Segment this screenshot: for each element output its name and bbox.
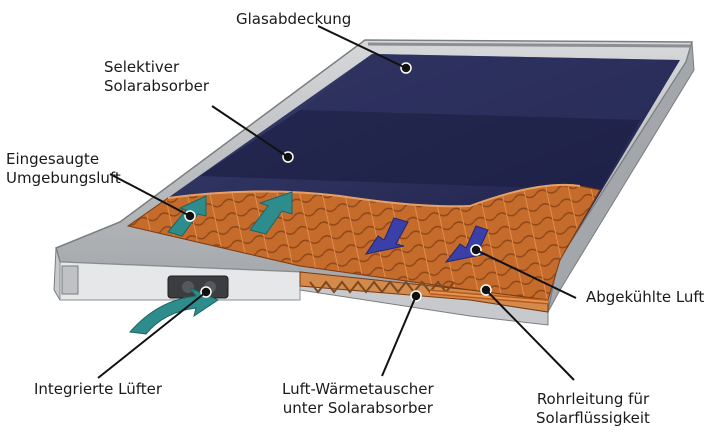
label-heat-exchanger: Luft-Wärmetauscher unter Solarabsorber: [282, 380, 434, 418]
label-selective-absorber-line2: Solarabsorber: [104, 77, 209, 96]
label-solar-fluid-pipe: Rohrleitung für Solarflüssigkeit: [536, 390, 650, 428]
label-cooled-air: Abgekühlte Luft: [586, 288, 704, 307]
label-solar-fluid-pipe-line2: Solarflüssigkeit: [536, 409, 650, 428]
label-selective-absorber-line1: Selektiver: [104, 58, 209, 77]
label-solar-fluid-pipe-line1: Rohrleitung für: [536, 390, 650, 409]
label-intake-air-line1: Eingesaugte: [6, 150, 121, 169]
label-glass-cover: Glasabdeckung: [236, 10, 351, 29]
label-heat-exchanger-line2: unter Solarabsorber: [282, 399, 434, 418]
label-selective-absorber: Selektiver Solarabsorber: [104, 58, 209, 96]
label-heat-exchanger-line1: Luft-Wärmetauscher: [282, 380, 434, 399]
label-integrated-fan: Integrierte Lüfter: [34, 380, 162, 399]
label-intake-air-line2: Umgebungsluft: [6, 169, 121, 188]
label-intake-air: Eingesaugte Umgebungsluft: [6, 150, 121, 188]
